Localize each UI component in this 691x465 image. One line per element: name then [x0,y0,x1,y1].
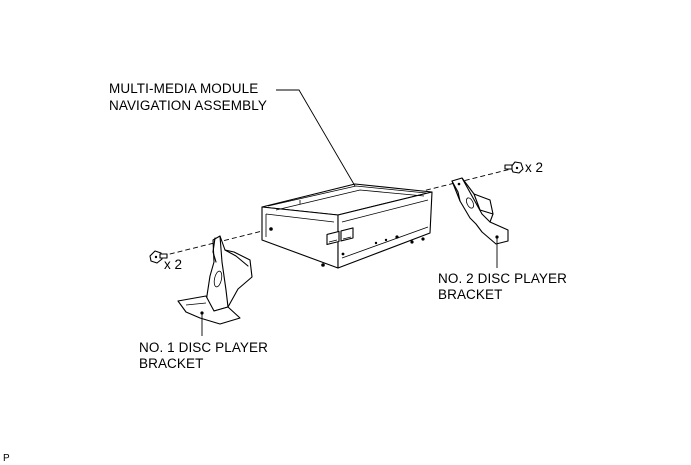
figure-code: P [3,453,10,464]
left-bolt-quantity: x 2 [164,257,183,272]
right-bolt-icon [504,161,524,174]
no2-disc-player-bracket [451,177,509,245]
module-label-line2: NAVIGATION ASSEMBLY [109,98,267,113]
left-bolt-icon [149,250,168,264]
navigation-module-body [261,183,433,269]
module-label-line1: MULTI-MEDIA MODULE [109,81,259,96]
right-bolt-quantity: x 2 [525,160,544,175]
bracket2-label-line1: NO. 2 DISC PLAYER [438,271,567,286]
module-leader-line [276,89,356,187]
no1-disc-player-bracket [177,235,253,325]
bracket1-label-line2: BRACKET [139,356,204,371]
bracket1-label-line1: NO. 1 DISC PLAYER [139,340,268,355]
bracket2-label-line2: BRACKET [438,287,503,302]
